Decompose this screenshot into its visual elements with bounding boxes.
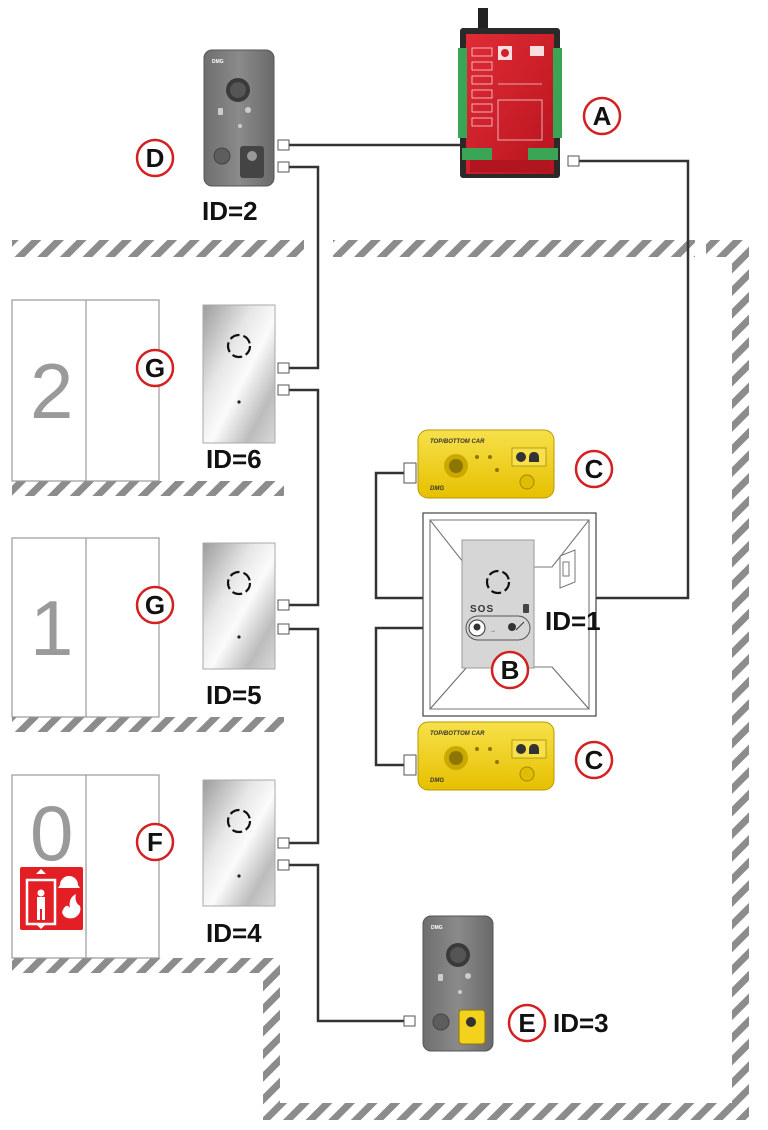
wiring xyxy=(288,143,690,1023)
svg-text:D: D xyxy=(146,143,165,173)
id-label-f: ID=4 xyxy=(206,918,262,948)
firefighter-lift-sign-icon xyxy=(20,867,83,930)
landing-door-floor-2: 2 xyxy=(11,299,160,482)
id-label-d: ID=2 xyxy=(202,196,258,226)
car-bottom-unit-c2: TOP/BOTTOM CAR DMG xyxy=(417,721,555,791)
svg-text:DMG: DMG xyxy=(212,59,224,65)
brand-logo: DMG xyxy=(430,486,444,492)
svg-text:→: → xyxy=(490,628,496,634)
walls xyxy=(12,240,749,1120)
floor-number: 0 xyxy=(30,789,73,877)
component-label-b: B xyxy=(490,650,530,690)
svg-text:G: G xyxy=(145,353,165,383)
cable-g1-to-g2 xyxy=(288,388,320,607)
floor-slab-1 xyxy=(12,717,284,732)
cable-g2-to-f xyxy=(288,627,320,845)
wall-bottom xyxy=(263,1103,749,1120)
car-light-icon xyxy=(559,549,576,589)
wall-shaft-right xyxy=(732,240,749,1120)
landing-panel-g2 xyxy=(202,542,276,670)
floor-slab-2 xyxy=(12,481,284,496)
car-top-unit-c1: TOP/BOTTOM CAR DMG xyxy=(417,429,555,499)
wall-shaft-left-lower xyxy=(263,958,280,1120)
intercom-unit-d: DMG xyxy=(203,49,275,187)
component-label-e: E xyxy=(507,1003,547,1043)
landing-panel-f xyxy=(202,779,276,907)
component-label-a: A xyxy=(582,96,622,136)
brand-logo: DMG xyxy=(430,778,444,784)
wall-top-right xyxy=(333,240,695,257)
svg-text:C: C xyxy=(585,454,604,484)
sos-label: SOS xyxy=(470,604,494,615)
cable-f-to-e xyxy=(288,863,410,1023)
floor-number: 2 xyxy=(30,347,73,435)
cable-a-to-car xyxy=(542,159,690,600)
unit-c2-text: TOP/BOTTOM CAR xyxy=(430,731,485,737)
svg-text:A: A xyxy=(593,101,612,131)
svg-text:B: B xyxy=(501,655,520,685)
component-label-c1: C xyxy=(574,449,614,489)
id-label-car: ID=1 xyxy=(545,606,601,636)
svg-text:F: F xyxy=(147,827,163,857)
svg-text:DMG: DMG xyxy=(431,925,443,931)
component-label-g2: G xyxy=(135,585,175,625)
component-label-c2: C xyxy=(574,740,614,780)
pit-unit-e: DMG xyxy=(422,915,494,1052)
wall-top-left xyxy=(12,240,304,257)
svg-text:C: C xyxy=(585,745,604,775)
component-label-g1: G xyxy=(135,348,175,388)
floor-slab-0 xyxy=(12,958,280,973)
component-label-d: D xyxy=(135,138,175,178)
alarm-bell-icon xyxy=(473,623,481,631)
svg-text:E: E xyxy=(518,1008,535,1038)
unit-c1-text: TOP/BOTTOM CAR xyxy=(430,439,485,445)
cable-c2-to-car xyxy=(374,626,445,767)
floor-number: 1 xyxy=(30,584,73,672)
id-label-e: ID=3 xyxy=(553,1008,609,1038)
car-panel-b xyxy=(461,539,535,669)
controller-unit-a xyxy=(458,8,562,178)
cable-c1-to-car xyxy=(374,471,445,600)
landing-door-floor-1: 1 xyxy=(11,537,160,718)
landing-door-floor-0: 0 xyxy=(11,774,160,959)
id-label-g2: ID=5 xyxy=(206,680,262,710)
landing-panel-g1 xyxy=(202,304,276,444)
svg-text:G: G xyxy=(145,590,165,620)
id-label-g1: ID=6 xyxy=(206,444,262,474)
component-label-f: F xyxy=(135,822,175,862)
cable-d-to-g1 xyxy=(288,165,320,370)
